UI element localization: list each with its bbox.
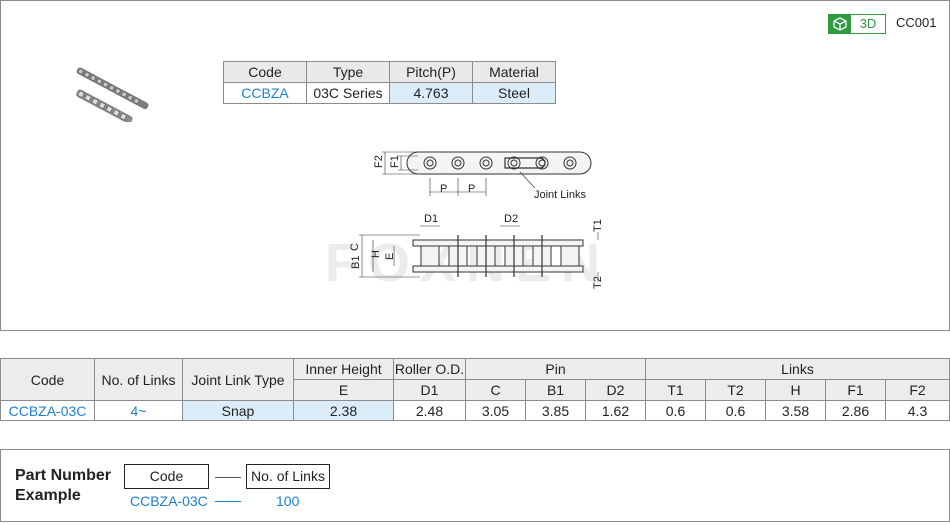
example-connector-line bbox=[215, 501, 241, 502]
header-type: Type bbox=[306, 61, 390, 83]
row-joint-type: Snap bbox=[182, 400, 294, 421]
part-number-title-line2: Example bbox=[15, 487, 81, 504]
header-joint-link-type: Joint Link Type bbox=[182, 358, 294, 401]
spec-pitch: 4.763 bbox=[389, 82, 473, 104]
label-p2: P bbox=[468, 183, 475, 195]
header-no-of-links: No. of Links bbox=[94, 358, 183, 401]
chain-diagram: F2 F1 P P Joint Links D1 D2 T1 T2 B1 C H… bbox=[349, 151, 604, 289]
row-f2: 4.3 bbox=[885, 400, 950, 421]
label-h: H bbox=[370, 250, 382, 258]
header-pin: Pin bbox=[465, 358, 646, 380]
subheader-e: E bbox=[293, 379, 394, 401]
3d-badge[interactable]: 3D bbox=[828, 14, 886, 34]
spec-type: 03C Series bbox=[306, 82, 390, 104]
links-box: No. of Links bbox=[246, 464, 330, 489]
header-material: Material bbox=[472, 61, 556, 83]
row-code-link[interactable]: CCBZA-03C bbox=[0, 400, 95, 421]
subheader-f1: F1 bbox=[825, 379, 886, 401]
header-links: Links bbox=[645, 358, 950, 380]
label-e: E bbox=[384, 253, 396, 260]
part-number-panel: Part Number Example Code No. of Links CC… bbox=[0, 449, 950, 522]
row-f1: 2.86 bbox=[825, 400, 886, 421]
label-t1: T1 bbox=[592, 219, 604, 232]
row-e: 2.38 bbox=[293, 400, 394, 421]
row-d2: 1.62 bbox=[585, 400, 646, 421]
part-number-title-line1: Part Number bbox=[15, 467, 112, 484]
subheader-d2: D2 bbox=[585, 379, 646, 401]
label-d1: D1 bbox=[424, 213, 438, 225]
page-code: CC001 bbox=[896, 15, 937, 30]
header-code: Code bbox=[0, 358, 95, 401]
spec-table: Code Type Pitch(P) Material CCBZA 03C Se… bbox=[223, 61, 556, 104]
label-c: C bbox=[349, 243, 361, 251]
row-b1: 3.85 bbox=[525, 400, 586, 421]
subheader-d1: D1 bbox=[393, 379, 466, 401]
label-d2: D2 bbox=[504, 213, 518, 225]
row-h: 3.58 bbox=[765, 400, 826, 421]
header-inner-height: Inner Height bbox=[293, 358, 394, 380]
subheader-h: H bbox=[765, 379, 826, 401]
spec-material: Steel bbox=[472, 82, 556, 104]
product-photo bbox=[76, 67, 149, 122]
row-c: 3.05 bbox=[465, 400, 526, 421]
subheader-c: C bbox=[465, 379, 526, 401]
example-code: CCBZA-03C bbox=[130, 493, 208, 509]
table-row: CCBZA-03C 4~ Snap 2.38 2.48 3.05 3.85 1.… bbox=[0, 400, 950, 421]
header-code: Code bbox=[223, 61, 307, 83]
label-p1: P bbox=[440, 183, 447, 195]
subheader-t2: T2 bbox=[705, 379, 766, 401]
header-pitch: Pitch(P) bbox=[389, 61, 473, 83]
row-t2: 0.6 bbox=[705, 400, 766, 421]
row-links-count: 4~ bbox=[94, 400, 183, 421]
subheader-f2: F2 bbox=[885, 379, 950, 401]
code-box: Code bbox=[124, 464, 209, 489]
header-roller-od: Roller O.D. bbox=[393, 358, 466, 380]
label-f1: F1 bbox=[389, 155, 401, 168]
label-f2: F2 bbox=[373, 155, 385, 168]
cube-icon bbox=[829, 15, 851, 33]
connector-line bbox=[215, 477, 241, 478]
row-d1: 2.48 bbox=[393, 400, 466, 421]
label-joint-links: Joint Links bbox=[534, 189, 586, 201]
row-t1: 0.6 bbox=[645, 400, 706, 421]
label-b1: B1 bbox=[350, 256, 362, 269]
3d-label: 3D bbox=[859, 16, 877, 31]
spec-code-link[interactable]: CCBZA bbox=[223, 82, 307, 104]
dimension-table: Code No. of Links Joint Link Type Inner … bbox=[0, 358, 950, 421]
part-number-title: Part Number Example bbox=[15, 466, 111, 506]
subheader-b1: B1 bbox=[525, 379, 586, 401]
subheader-t1: T1 bbox=[645, 379, 706, 401]
label-t2: T2 bbox=[592, 276, 604, 289]
example-links: 100 bbox=[276, 493, 300, 509]
